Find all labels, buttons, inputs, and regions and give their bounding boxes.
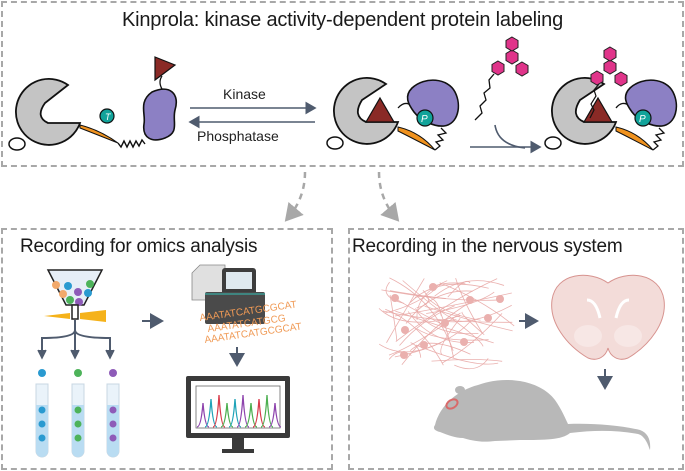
laser-beam-icon	[44, 313, 70, 319]
omics-panel	[1, 228, 333, 470]
neuron-soma	[441, 319, 449, 327]
flow-arrow-to-omics	[284, 171, 307, 222]
state-labeled: P	[544, 46, 678, 151]
state-unbound: T	[8, 56, 177, 151]
chromatogram-peak	[260, 394, 274, 428]
phosphosite-unmodified-icon	[99, 108, 115, 124]
test-tube-icon	[71, 369, 85, 458]
neuron-soma	[466, 296, 474, 304]
phosphosite-modified-icon	[416, 109, 434, 127]
nervous-system-panel	[348, 228, 684, 470]
ligand-triangle-icon	[154, 56, 177, 82]
kinase-label: Kinase	[223, 86, 266, 102]
chromatogram-peak	[268, 402, 282, 428]
omics-panel-title: Recording for omics analysis	[20, 236, 258, 257]
cell-sorter-funnel-icon	[37, 269, 115, 360]
linker-orange-icon	[397, 126, 436, 151]
state-phosphorylated: P	[326, 77, 460, 151]
phosphatase-label: Phosphatase	[197, 128, 279, 144]
brain-slice-icon	[551, 274, 665, 360]
chromatogram-peak	[236, 394, 250, 428]
monitor-chromatogram-icon	[186, 376, 290, 453]
spring-linker-icon	[434, 127, 448, 151]
neuron-soma	[401, 326, 409, 334]
neuron-culture-icon	[378, 277, 515, 370]
ligand-triangle-icon	[582, 96, 614, 123]
phosphosite-label: T	[105, 112, 112, 122]
test-tube-icon	[106, 369, 120, 458]
flow-arrow-to-nervous	[377, 171, 400, 222]
linker-orange-icon	[615, 126, 654, 151]
phosphosite-label: P	[639, 114, 646, 125]
ligand-triangle-icon	[364, 96, 396, 123]
halotag-protein-icon	[333, 77, 400, 145]
halotag-protein-icon	[8, 78, 82, 151]
linker-orange-icon	[79, 124, 119, 144]
chromatogram-peak	[212, 394, 226, 428]
spring-linker-icon	[652, 127, 666, 151]
neuron-soma	[400, 351, 408, 359]
neuron-soma	[391, 294, 399, 302]
neuron-soma	[429, 283, 437, 291]
sequencer-machine-icon	[191, 264, 265, 324]
neuron-soma	[484, 314, 492, 322]
phosphosite-label: P	[421, 114, 428, 125]
fluorophore-substrate-icon	[474, 36, 529, 121]
kinprola-mechanism-panel	[1, 1, 684, 167]
halotag-protein-icon	[551, 77, 618, 145]
neuron-soma	[420, 341, 428, 349]
injection-site-marker	[445, 398, 459, 410]
phosphosite-modified-icon	[634, 109, 652, 127]
test-tube-icon	[35, 369, 49, 458]
figure-title: Kinprola: kinase activity-dependent prot…	[122, 9, 563, 31]
spring-linker-icon	[117, 138, 146, 149]
kinase-binding-domain-icon	[142, 88, 177, 141]
neuron-soma	[460, 338, 468, 346]
mouse-icon	[433, 380, 651, 450]
nervous-panel-title: Recording in the nervous system	[352, 236, 623, 257]
neuron-soma	[496, 295, 504, 303]
